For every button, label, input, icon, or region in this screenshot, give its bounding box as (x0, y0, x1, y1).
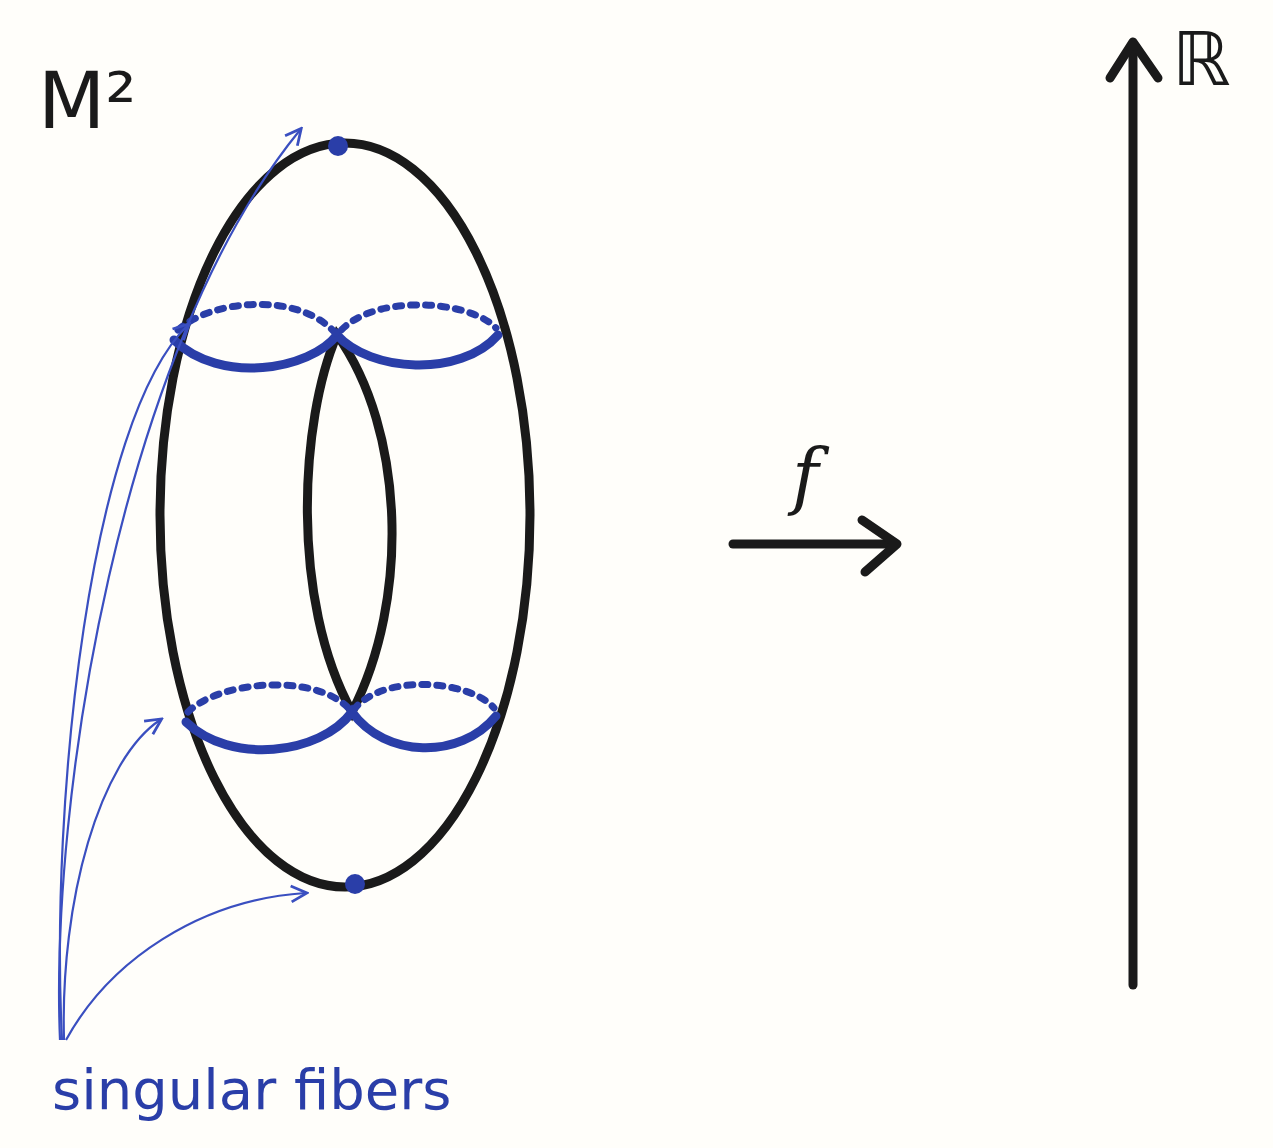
map-arrow (733, 540, 895, 549)
torus-outline (160, 143, 530, 887)
map-label: f (792, 440, 819, 512)
manifold-label: M² (38, 62, 137, 140)
real-line-label: ℝ (1172, 22, 1231, 96)
map-arrowhead (862, 520, 897, 572)
singular-point (328, 136, 348, 156)
torus-hole (307, 335, 392, 712)
real-line-axis (1129, 48, 1138, 985)
singular-point (345, 874, 365, 894)
fibers-label: singular fibers (52, 1062, 451, 1118)
singular-fiber-hidden (188, 684, 494, 712)
singular-fiber (186, 712, 496, 750)
axis-arrowhead (1110, 42, 1158, 78)
leader-lines (59, 130, 305, 1040)
singular-fiber-hidden (178, 304, 496, 335)
singular-fiber (174, 335, 498, 368)
